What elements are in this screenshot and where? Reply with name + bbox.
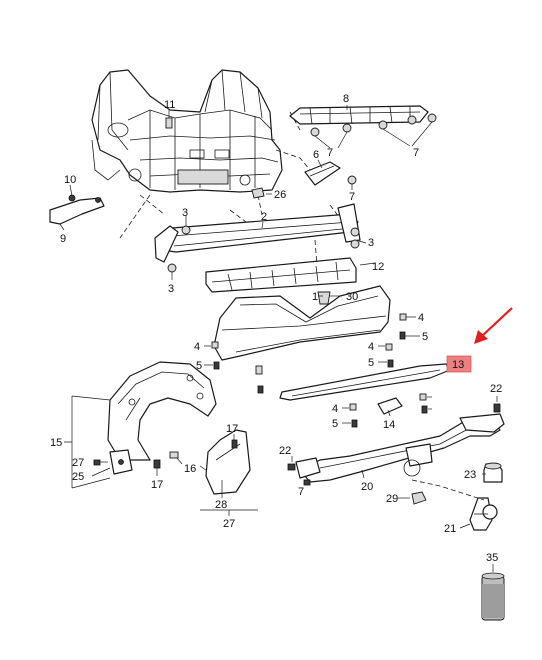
label-16: 16 [184, 463, 196, 475]
label-3a: 3 [182, 207, 188, 219]
rear-body-shell [91, 69, 283, 193]
label-29: 29 [386, 493, 398, 505]
label-21: 21 [444, 523, 456, 535]
label-27: 27 [223, 518, 235, 530]
part-24-clip [251, 187, 265, 199]
label-5b: 5 [196, 360, 202, 372]
label-4d: 4 [332, 403, 338, 415]
label-35: 35 [486, 552, 498, 564]
part-7-nut-tow [303, 479, 311, 486]
label-4c: 4 [368, 341, 374, 353]
label-11: 11 [164, 99, 175, 111]
label-5c: 5 [368, 357, 374, 369]
label-7b: 7 [413, 147, 419, 159]
label-24: 26 [274, 189, 286, 201]
callout-labels: 8 11 7 7 6 7 10 26 9 3 2 3 12 3 1 30 4 5… [50, 93, 502, 564]
label-25: 25 [72, 471, 84, 483]
part-20-tow-bar [295, 413, 505, 483]
part-26-screw [93, 459, 101, 466]
part-28-mud-flap [205, 429, 251, 495]
label-4a: 4 [418, 312, 424, 324]
label-20: 20 [361, 481, 373, 493]
label-5a: 5 [422, 331, 428, 343]
label-2: 2 [261, 211, 267, 223]
label-9: 9 [60, 233, 66, 245]
part-35-paint-can [481, 572, 505, 621]
label-12: 12 [372, 261, 384, 273]
label-4b: 4 [194, 341, 200, 353]
label-17a: 17 [151, 479, 163, 491]
label-3c: 3 [168, 283, 174, 295]
label-28: 28 [215, 499, 227, 511]
label-7c: 7 [349, 191, 355, 203]
label-13: 13 [452, 359, 464, 371]
part-8-bracket-rail [289, 105, 429, 125]
part-17-screw-right [231, 439, 238, 449]
part-17-screw-left [153, 459, 161, 469]
label-10: 10 [64, 174, 76, 186]
label-7d: 7 [298, 486, 304, 498]
part-29-plug [411, 491, 427, 505]
part-12-absorber [205, 257, 357, 293]
part-1-bumper-cover [213, 285, 391, 361]
part-6-bracket [304, 161, 341, 186]
label-15: 15 [50, 437, 62, 449]
label-1: 1 [312, 291, 318, 303]
fasteners-4-5 [211, 313, 428, 428]
part-9-bracket [49, 194, 105, 225]
label-7a: 7 [327, 147, 333, 159]
part-13-trim-strip [279, 363, 451, 401]
part-14-cap [377, 397, 403, 415]
part-15-wheelhouse-liner [107, 361, 217, 461]
part-21-ball-head [469, 497, 498, 531]
label-6: 6 [313, 149, 319, 161]
label-26: 27 [72, 457, 84, 469]
label-5d: 5 [332, 418, 338, 430]
label-3b: 3 [368, 237, 374, 249]
part-23-ball-cap [483, 462, 503, 483]
part-25-bracket [109, 449, 133, 475]
label-22b: 22 [490, 383, 502, 395]
label-14: 14 [383, 419, 395, 431]
part-22-bolt-right [493, 403, 501, 413]
part-22-bolt-left [287, 463, 296, 471]
part-19-bracket [403, 443, 433, 477]
label-30: 30 [346, 291, 358, 303]
highlight-box-13 [446, 355, 472, 373]
part-16-clip [169, 451, 179, 459]
label-23: 23 [464, 469, 476, 481]
red-arrow-indicator [474, 307, 513, 344]
part-11-stud [165, 117, 173, 129]
label-22a: 22 [279, 445, 291, 457]
label-17b: 17 [226, 423, 238, 435]
label-8: 8 [343, 93, 349, 105]
part-30-plug [317, 291, 331, 305]
